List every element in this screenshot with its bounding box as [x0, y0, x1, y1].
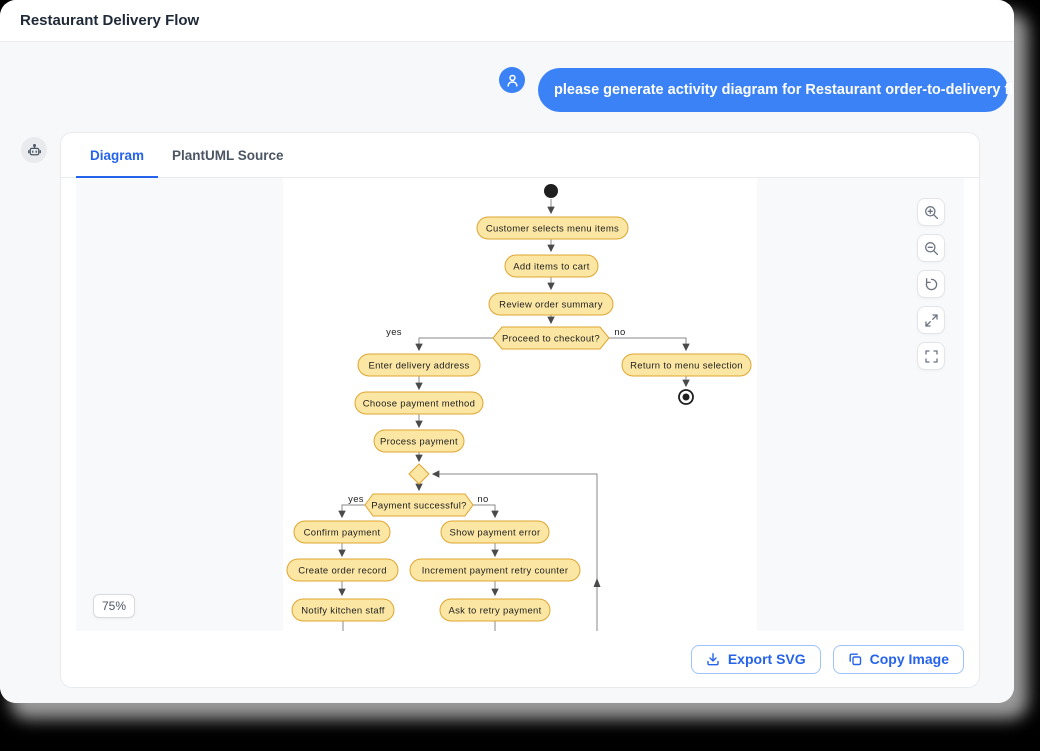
edge-checkout-no	[609, 337, 690, 352]
zoom-level-badge: 75%	[93, 594, 136, 618]
export-svg-label: Export SVG	[727, 651, 806, 667]
node-label: Notify kitchen staff	[301, 606, 385, 617]
zoom-in-button[interactable]	[917, 198, 945, 226]
node-label: Ask to retry payment	[448, 606, 541, 617]
tab-plantuml-source-label: PlantUML Source	[172, 147, 284, 163]
reset-view-button[interactable]	[917, 270, 945, 298]
node-return-to-menu-selection: Return to menu selection	[621, 353, 752, 377]
tab-diagram[interactable]: Diagram	[76, 133, 159, 178]
diagram-viewport[interactable]: Customer selects menu items Add items to…	[76, 178, 964, 631]
node-create-order-record: Create order record	[286, 558, 399, 582]
edge-label-yes: yes	[348, 494, 364, 505]
diagram-canvas[interactable]: Customer selects menu items Add items to…	[283, 178, 757, 631]
edge-checkout-yes	[415, 337, 493, 352]
node-ask-to-retry-payment: Ask to retry payment	[439, 598, 551, 622]
node-notify-kitchen-staff: Notify kitchen staff	[291, 598, 395, 622]
decision-label: Proceed to checkout?	[502, 334, 600, 345]
user-message-bubble: please generate activity diagram for Res…	[538, 68, 1014, 112]
zoom-out-button[interactable]	[917, 234, 945, 262]
edge-payment-yes	[338, 504, 365, 519]
node-choose-payment-method: Choose payment method	[354, 391, 484, 415]
node-label: Choose payment method	[363, 399, 475, 410]
copy-icon	[849, 653, 861, 666]
node-label: Show payment error	[450, 528, 541, 539]
copy-image-label: Copy Image	[869, 651, 949, 667]
node-label: Process payment	[380, 437, 458, 448]
node-label: Customer selects menu items	[486, 224, 619, 235]
expand-button[interactable]	[917, 306, 945, 334]
download-icon	[707, 653, 719, 666]
zoom-out-icon	[924, 241, 938, 255]
merge-diamond	[408, 463, 430, 485]
decision-proceed-to-checkout: Proceed to checkout?	[492, 326, 610, 350]
zoom-in-icon	[924, 205, 938, 219]
node-label: Confirm payment	[304, 528, 381, 539]
node-label: Increment payment retry counter	[422, 566, 569, 577]
node-label: Enter delivery address	[368, 361, 469, 372]
decision-payment-successful: Payment successful?	[364, 493, 474, 517]
node-label: Return to menu selection	[630, 361, 743, 372]
node-increment-payment-retry-counter: Increment payment retry counter	[409, 558, 581, 582]
robot-icon	[27, 143, 41, 155]
app-window: Restaurant Delivery Flow please generate…	[0, 0, 1014, 703]
fullscreen-button[interactable]	[917, 342, 945, 370]
activity-diagram: Customer selects menu items Add items to…	[286, 184, 752, 631]
node-process-payment: Process payment	[373, 429, 465, 453]
edge-label-no: no	[614, 327, 625, 338]
node-label: Create order record	[298, 566, 387, 577]
tab-diagram-label: Diagram	[90, 147, 145, 163]
card-footer: Export SVG Copy Image	[61, 631, 979, 687]
start-node	[544, 184, 558, 198]
edge-label-no: no	[477, 494, 488, 505]
app-header: Restaurant Delivery Flow	[0, 0, 1014, 42]
user-avatar	[499, 67, 525, 93]
edge-payment-no	[473, 504, 499, 519]
edge-label-yes: yes	[386, 327, 402, 338]
node-review-order-summary: Review order summary	[488, 292, 614, 316]
node-enter-delivery-address: Enter delivery address	[357, 353, 481, 377]
node-customer-selects-menu-items: Customer selects menu items	[476, 216, 629, 240]
tab-plantuml-source[interactable]: PlantUML Source	[158, 133, 298, 177]
main-content: please generate activity diagram for Res…	[0, 42, 1014, 703]
page-title: Restaurant Delivery Flow	[20, 12, 200, 29]
node-show-payment-error: Show payment error	[440, 520, 550, 544]
node-label: Add items to cart	[513, 262, 589, 273]
tab-bar: Diagram PlantUML Source	[61, 133, 979, 178]
node-add-items-to-cart: Add items to cart	[504, 254, 599, 278]
export-svg-button[interactable]: Export SVG	[690, 644, 821, 674]
node-confirm-payment: Confirm payment	[293, 520, 391, 544]
assistant-avatar	[21, 137, 47, 163]
node-label: Review order summary	[499, 300, 603, 311]
user-icon	[506, 74, 518, 87]
decision-label: Payment successful?	[371, 501, 466, 512]
loop-arrowhead	[593, 578, 601, 587]
diagram-card: Diagram PlantUML Source	[60, 132, 980, 688]
end-node	[678, 389, 694, 405]
copy-image-button[interactable]: Copy Image	[832, 644, 964, 674]
fullscreen-icon	[924, 349, 938, 363]
zoom-controls	[917, 198, 945, 370]
expand-icon	[924, 313, 938, 327]
reset-icon	[925, 277, 937, 290]
